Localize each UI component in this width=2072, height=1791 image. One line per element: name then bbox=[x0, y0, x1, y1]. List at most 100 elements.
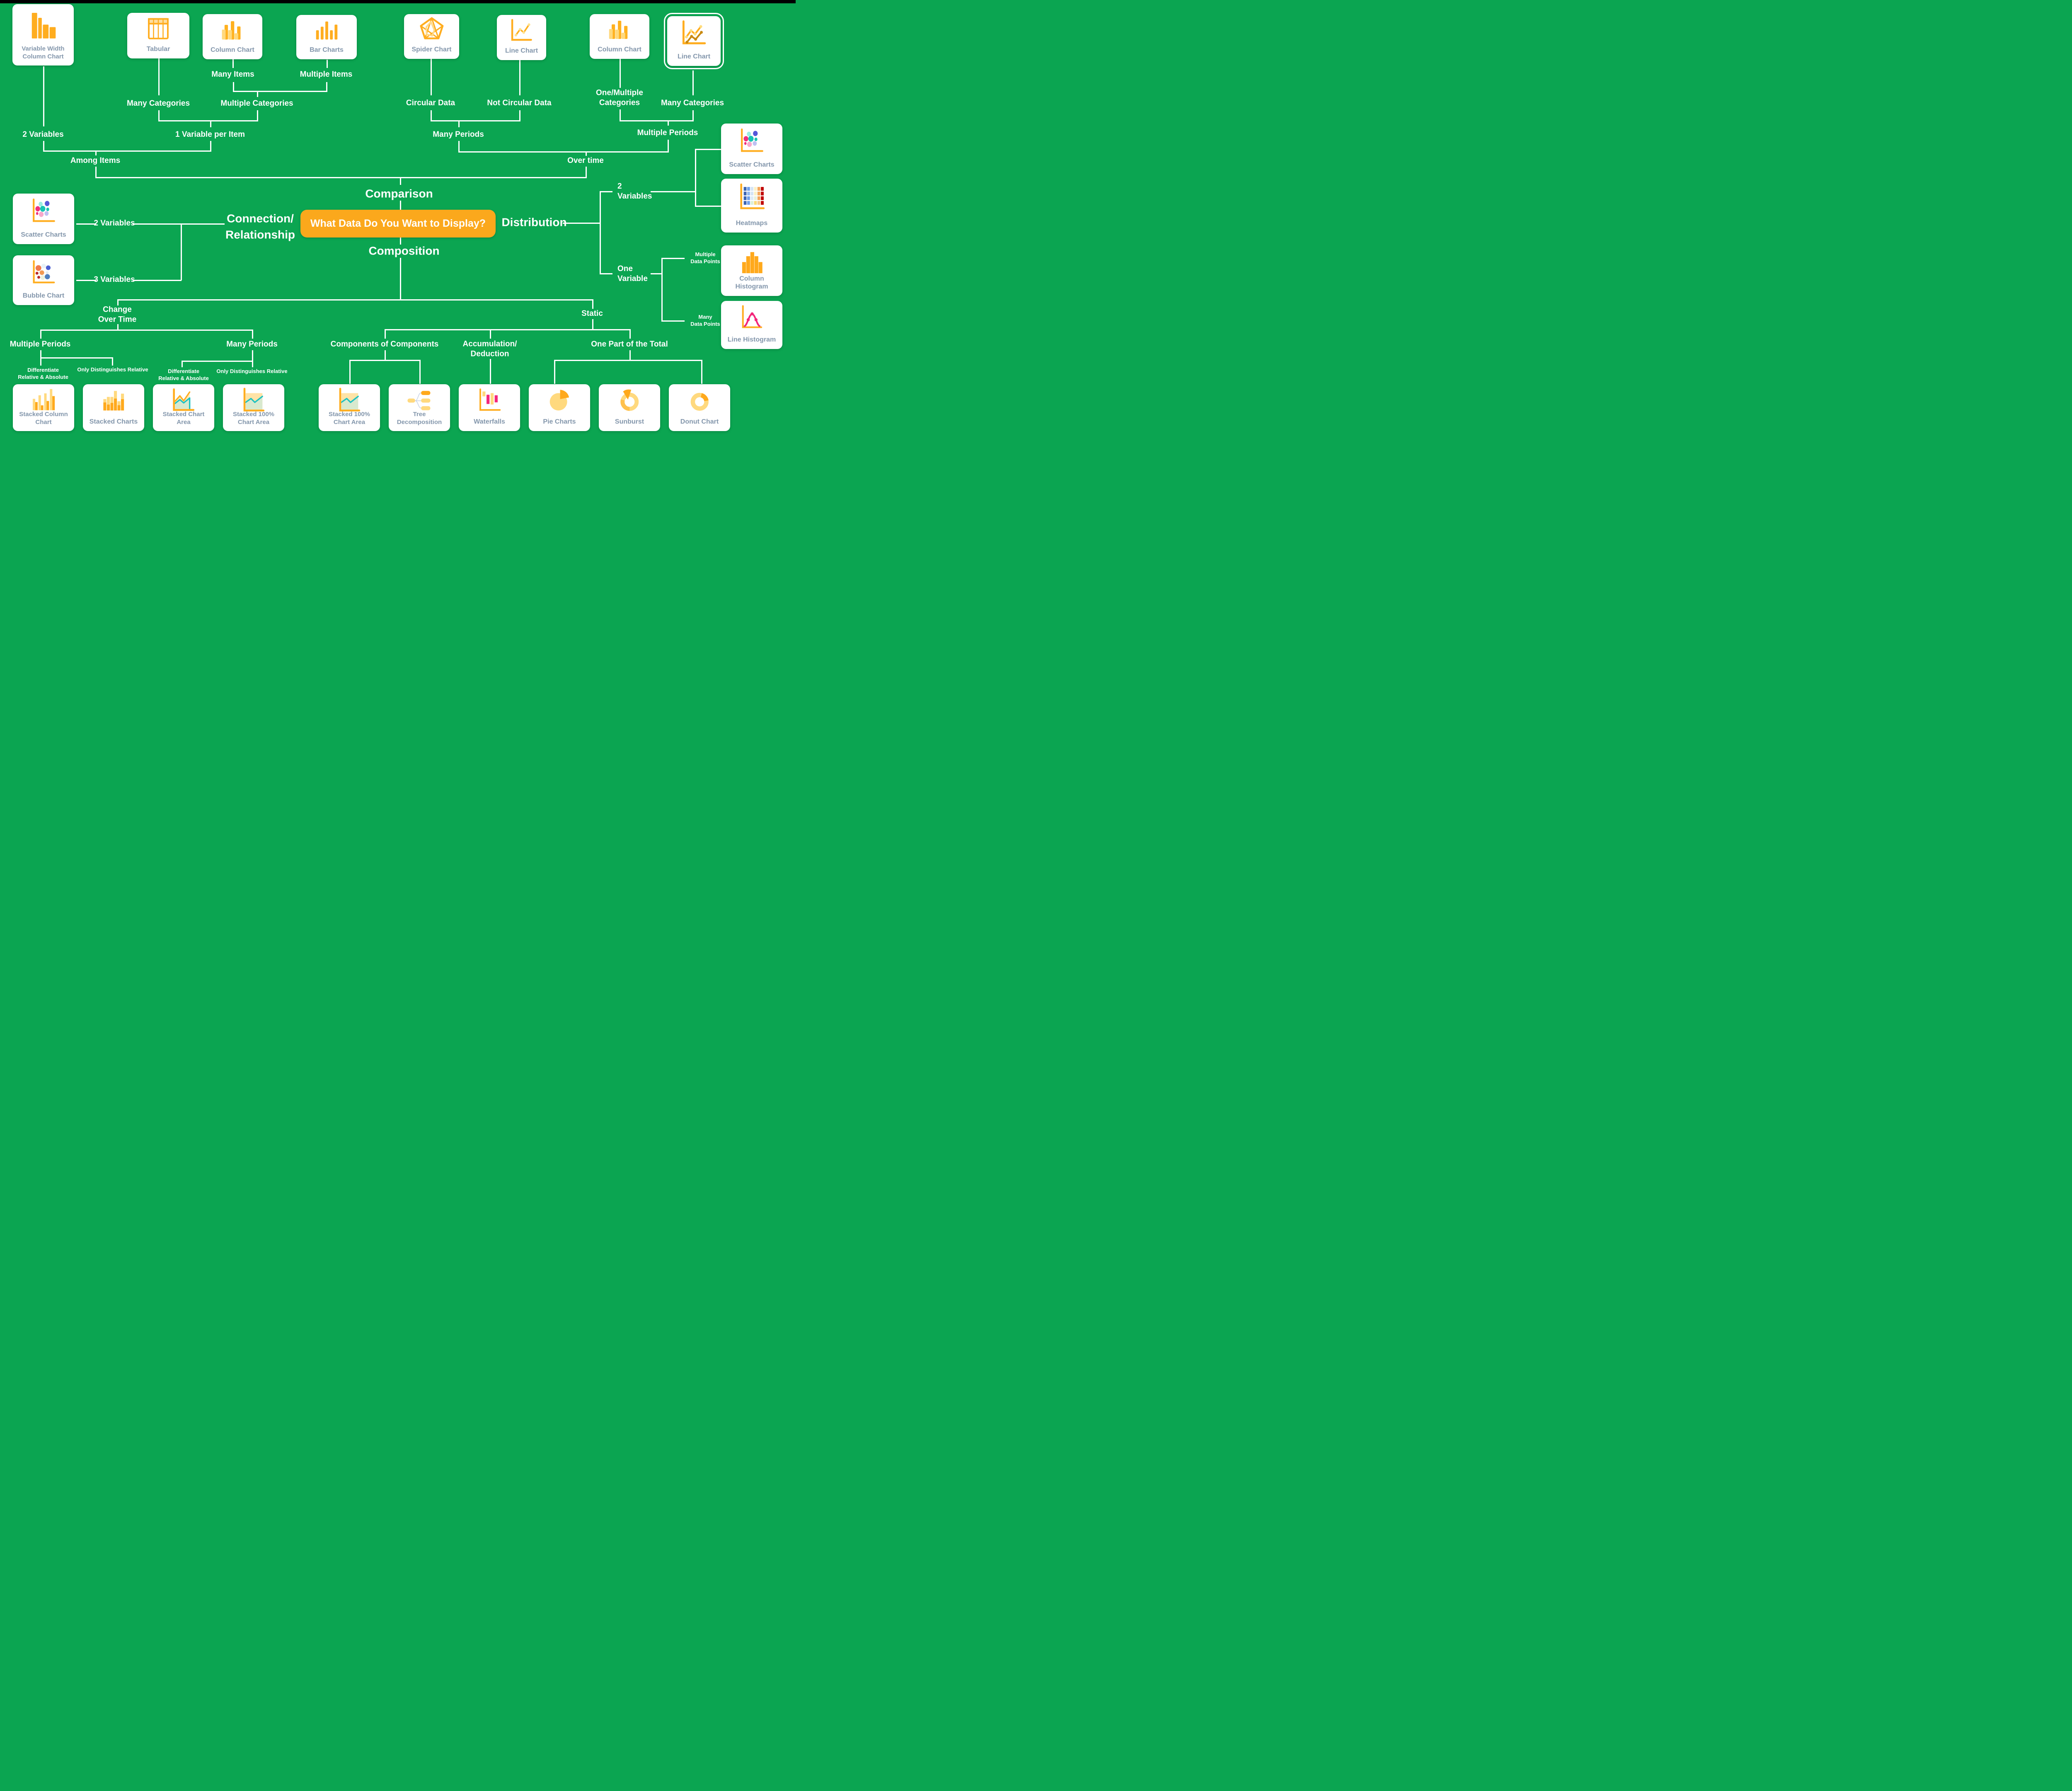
card-label: Spider Chart bbox=[411, 46, 452, 53]
card-label: Stacked Charts bbox=[89, 418, 138, 426]
card-label: Scatter Charts bbox=[729, 161, 775, 169]
connector bbox=[233, 91, 327, 92]
node-many-periods: Many Periods bbox=[433, 130, 484, 139]
node-2-variables: 2 Variables bbox=[22, 130, 64, 139]
connector bbox=[210, 120, 211, 127]
connector bbox=[257, 91, 258, 97]
branch-comparison: Comparison bbox=[365, 187, 433, 200]
connector bbox=[668, 140, 669, 152]
node-scatter-3-variables: 3 Variables bbox=[94, 275, 135, 284]
connector bbox=[458, 141, 460, 152]
connector bbox=[400, 201, 401, 210]
card-variable-width-column-chart: Variable Width Column Chart bbox=[12, 4, 74, 65]
node-multiple-categories: Multiple Categories bbox=[220, 99, 293, 108]
card-line-histogram: Line Histogram bbox=[721, 301, 782, 349]
connector bbox=[400, 238, 401, 245]
card-label: Stacked Chart Area bbox=[162, 411, 205, 426]
bar-charts-icon bbox=[296, 17, 357, 43]
card-scatter-charts-left: Scatter Charts bbox=[13, 194, 74, 244]
connector bbox=[95, 167, 97, 177]
card-spider-chart: Spider Chart bbox=[404, 14, 459, 59]
connector bbox=[40, 330, 252, 331]
connector bbox=[651, 191, 695, 192]
card-label: Column Chart bbox=[598, 46, 641, 53]
column-chart-icon bbox=[203, 17, 262, 43]
card-stacked-100-chart-area: Stacked 100% Chart Area bbox=[223, 384, 284, 431]
connector bbox=[133, 223, 225, 225]
node-many-items: Many Items bbox=[211, 70, 254, 79]
card-label: Pie Charts bbox=[543, 418, 576, 426]
card-pie-charts: Pie Charts bbox=[529, 384, 590, 431]
card-label: Column Chart bbox=[211, 46, 254, 54]
scatter-charts-icon bbox=[13, 196, 74, 226]
column-histogram-icon bbox=[721, 248, 782, 278]
connector bbox=[76, 280, 96, 281]
connector bbox=[257, 110, 258, 121]
connector bbox=[385, 329, 386, 339]
node-static: Static bbox=[581, 309, 603, 318]
stacked-chart-area-icon bbox=[153, 387, 214, 414]
connector bbox=[431, 120, 520, 121]
card-label: Scatter Charts bbox=[21, 231, 66, 239]
node-over-time: Over time bbox=[567, 156, 604, 165]
connector bbox=[182, 361, 183, 367]
card-label: Sunburst bbox=[615, 418, 644, 426]
card-sunburst: Sunburst bbox=[599, 384, 660, 431]
node-among-items: Among Items bbox=[70, 156, 121, 165]
connector bbox=[600, 191, 601, 274]
card-heatmaps: Heatmaps bbox=[721, 179, 782, 233]
connector bbox=[158, 110, 160, 121]
column-chart-icon bbox=[590, 17, 649, 43]
connector bbox=[620, 59, 621, 88]
stacked-100-chart-area-icon bbox=[319, 387, 380, 414]
connector bbox=[40, 330, 41, 339]
connector bbox=[252, 350, 253, 367]
card-label: Line Chart bbox=[677, 53, 711, 61]
node-multiple-items: Multiple Items bbox=[300, 70, 353, 79]
card-bar-charts: Bar Charts bbox=[296, 15, 357, 59]
card-label: Bar Charts bbox=[310, 46, 344, 54]
stacked-column-chart-icon bbox=[13, 387, 74, 414]
card-line-chart-top: Line Chart bbox=[497, 15, 546, 60]
spider-chart-icon bbox=[404, 17, 459, 43]
connector bbox=[182, 361, 252, 362]
connector bbox=[43, 150, 211, 152]
connector bbox=[629, 329, 631, 339]
connector bbox=[419, 360, 421, 384]
connector bbox=[600, 191, 612, 192]
connector bbox=[695, 149, 696, 206]
connector bbox=[117, 324, 119, 331]
connector bbox=[458, 151, 669, 153]
connector bbox=[563, 223, 600, 224]
connector bbox=[327, 60, 328, 68]
node-many-categories: Many Categories bbox=[126, 99, 190, 108]
connector bbox=[385, 350, 386, 360]
connector bbox=[692, 70, 694, 95]
sunburst-icon bbox=[599, 387, 660, 414]
connector bbox=[620, 109, 621, 121]
card-tabular: Tabular bbox=[127, 13, 189, 58]
node-only-distinguishes-1: Only Distinguishes Relative bbox=[77, 366, 148, 373]
node-components-of-components: Components of Components bbox=[330, 340, 439, 349]
connector bbox=[586, 151, 587, 156]
branch-distribution: Distribution bbox=[501, 216, 567, 229]
connector bbox=[158, 58, 160, 95]
connector bbox=[661, 320, 685, 322]
card-label: Column Histogram bbox=[735, 275, 768, 291]
connector bbox=[692, 110, 694, 121]
connector bbox=[600, 273, 612, 274]
connector bbox=[629, 350, 631, 360]
connector bbox=[95, 177, 587, 178]
connector bbox=[76, 223, 96, 225]
connector bbox=[586, 167, 587, 177]
line-histogram-icon bbox=[721, 304, 782, 332]
connector bbox=[232, 59, 234, 68]
node-many-categories-right: Many Categories bbox=[661, 99, 724, 108]
connector bbox=[43, 66, 44, 126]
connector bbox=[592, 319, 593, 330]
node-circular-data: Circular Data bbox=[406, 99, 455, 108]
